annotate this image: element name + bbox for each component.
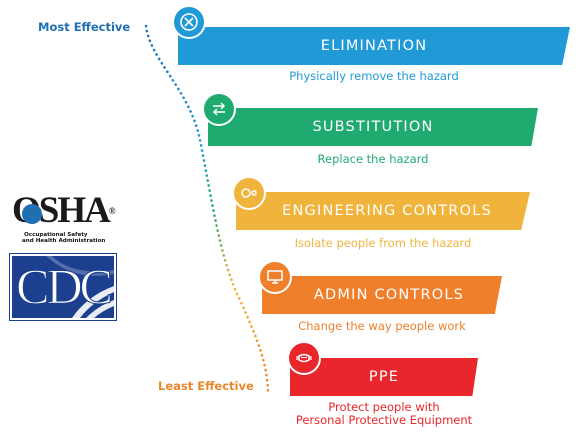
isolation-icon	[232, 176, 266, 210]
substitution-bar: SUBSTITUTION	[208, 108, 538, 146]
cdc-wordmark: CDC	[16, 258, 114, 314]
ppe-description: Protect people with Personal Protective …	[290, 401, 478, 427]
osha-circle-emblem	[22, 204, 42, 224]
osha-logo: OSHA®	[8, 192, 118, 247]
ppe-description-line2: Personal Protective Equipment	[295, 413, 473, 427]
osha-subtitle-line2: and Health Administration	[22, 238, 106, 245]
admin-controls-bar: ADMIN CONTROLS	[262, 276, 502, 314]
substitution-title: SUBSTITUTION	[312, 119, 434, 135]
ppe-title: PPE	[368, 369, 400, 385]
most-effective-label: Most Effective	[38, 20, 131, 34]
osha-subtitle: Occupational Safety and Health Administr…	[10, 232, 110, 245]
cdc-logo: CDC	[9, 253, 117, 321]
engineering-controls-bar: ENGINEERING CONTROLS	[236, 192, 530, 230]
elimination-title: ELIMINATION	[320, 38, 428, 54]
ppe-bar: PPE	[290, 358, 478, 396]
admin-controls-description: Change the way people work	[298, 319, 466, 333]
monitor-icon	[258, 260, 292, 294]
cdc-eagle-stripes	[46, 256, 114, 318]
swap-arrows-icon	[202, 92, 236, 126]
x-circle-icon	[172, 5, 206, 39]
elimination-bar: ELIMINATION	[178, 27, 570, 65]
osha-registered: ®	[108, 206, 116, 216]
engineering-controls-title: ENGINEERING CONTROLS	[282, 203, 492, 219]
elimination-description: Physically remove the hazard	[289, 69, 459, 83]
admin-controls-title: ADMIN CONTROLS	[313, 287, 465, 303]
face-mask-icon	[287, 341, 321, 375]
osha-subtitle-line1: Occupational Safety	[24, 232, 88, 238]
engineering-controls-description: Isolate people from the hazard	[294, 236, 472, 250]
substitution-description: Replace the hazard	[317, 152, 429, 166]
least-effective-label: Least Effective	[158, 379, 254, 393]
ppe-description-line1: Protect people with	[328, 400, 440, 414]
